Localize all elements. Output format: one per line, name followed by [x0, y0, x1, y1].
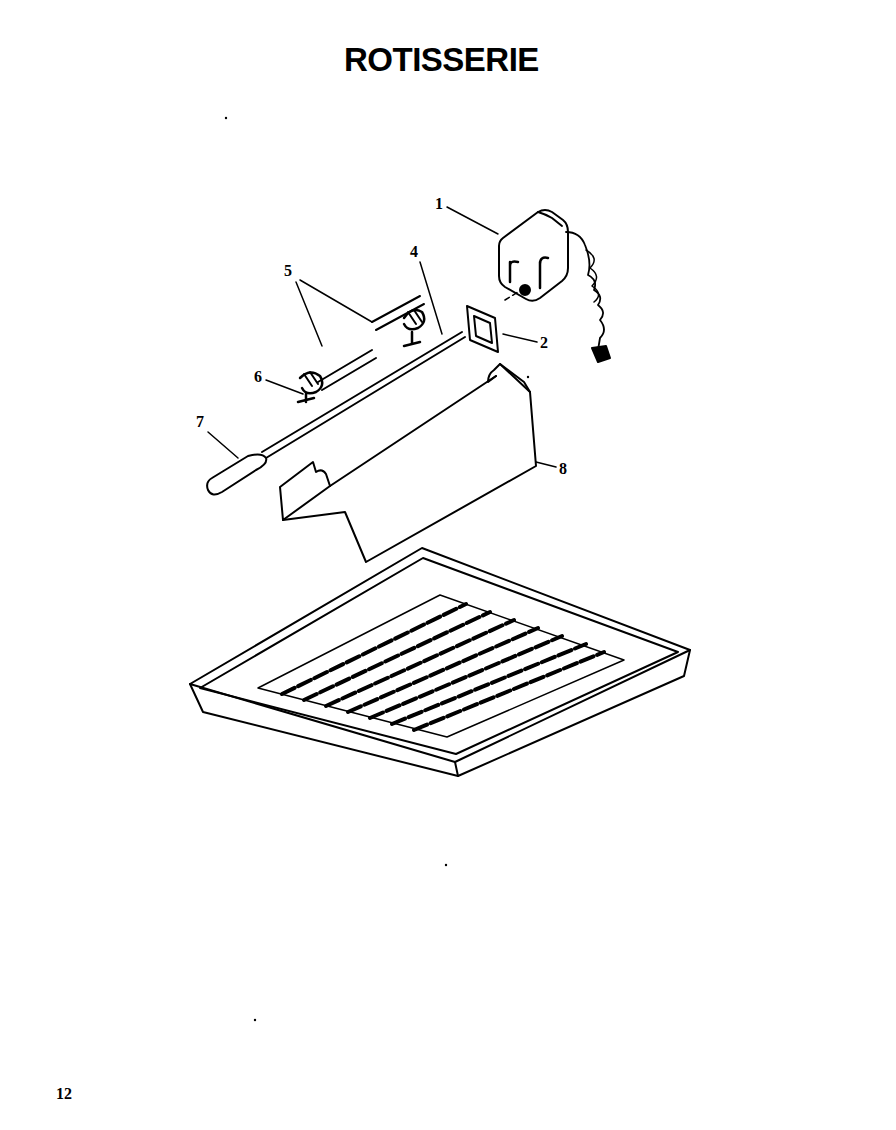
fork-spring	[304, 372, 318, 386]
callout-number: 8	[559, 461, 567, 477]
speck	[445, 864, 447, 866]
spit-rod	[262, 332, 465, 458]
spit-rack	[500, 364, 530, 392]
page-title: ROTISSERIE	[344, 43, 539, 76]
callout-number: 2	[540, 335, 548, 351]
callout-number: 6	[254, 369, 262, 385]
fork-spring	[300, 372, 322, 393]
drip-pan-grid	[258, 595, 624, 737]
bracket-slot	[474, 316, 492, 343]
motor	[499, 210, 568, 301]
assembly-line	[505, 292, 518, 300]
motor-slot	[540, 258, 548, 288]
motor-slot	[510, 262, 518, 283]
drip-pan-side	[190, 650, 690, 776]
spit-rack	[280, 462, 330, 520]
callout-number: 4	[410, 244, 418, 260]
leader-line	[447, 207, 498, 234]
thumb-screw	[404, 332, 420, 346]
spit-rack	[330, 376, 496, 486]
leader-line	[266, 380, 303, 394]
drip-pan-side	[455, 762, 458, 776]
fork-tine	[372, 296, 424, 330]
page-number: 12	[56, 1086, 72, 1102]
speck	[254, 1019, 256, 1021]
speck	[527, 376, 529, 378]
callout-number: 1	[435, 196, 443, 212]
motor-edge	[538, 212, 562, 226]
power-plug	[592, 346, 610, 362]
callout-number: 5	[284, 263, 292, 279]
fork-tine	[318, 350, 376, 390]
bracket	[467, 306, 498, 352]
motor-shaft	[520, 285, 530, 295]
leader-line	[503, 334, 537, 342]
power-cord	[566, 232, 604, 350]
fork-spring	[408, 310, 422, 324]
power-cord	[586, 250, 599, 302]
drip-pan-rib	[282, 604, 604, 730]
leader-line	[420, 262, 442, 334]
spit-handle	[207, 454, 266, 494]
leader-line	[296, 280, 372, 346]
drip-pan	[190, 548, 690, 762]
spit-rack	[283, 364, 536, 562]
drip-pan-rim	[200, 558, 678, 754]
leader-line	[536, 462, 556, 467]
thumb-screw	[298, 394, 314, 402]
fork-spring	[404, 310, 424, 329]
leader-line	[208, 432, 238, 458]
speck	[225, 117, 227, 119]
callout-number: 7	[196, 414, 204, 430]
